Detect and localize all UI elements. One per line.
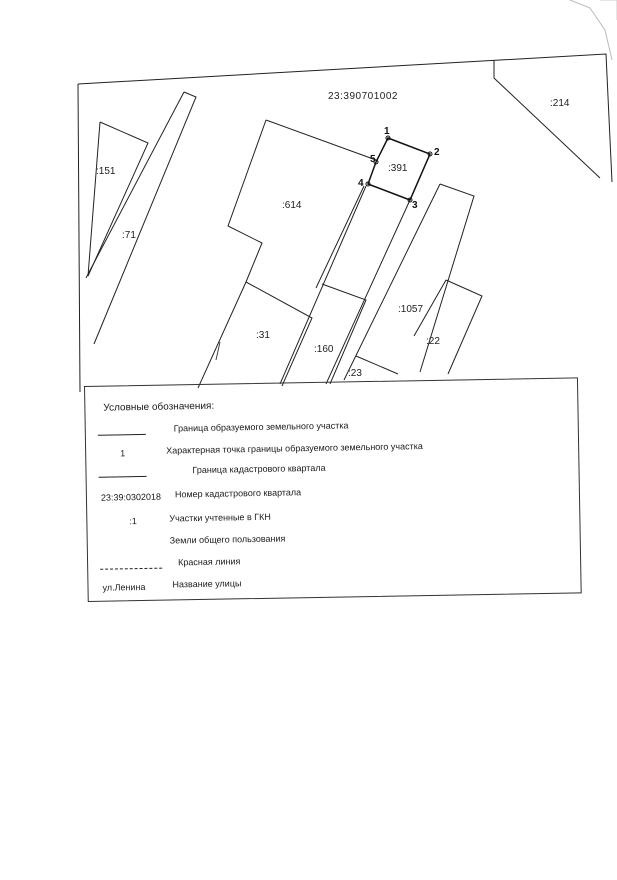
quarter-frame-top <box>77 53 613 183</box>
parcel-160-label: :160 <box>314 344 334 355</box>
legend-text-registered-parcels: Участки учтенные в ГКН <box>169 511 271 524</box>
legend-symbol-quarter-number: 23:39:0302018 <box>100 491 162 503</box>
legend-box: Условные обозначения: Граница образуемог… <box>84 377 582 602</box>
point-5-marker <box>373 159 379 165</box>
quarter-frame-left <box>77 83 81 393</box>
legend-symbol-red-line <box>96 560 166 573</box>
parcel-31-label: :31 <box>256 330 270 341</box>
parcel-391-boundary <box>367 137 432 201</box>
legend-symbol-quarter-boundary <box>94 468 164 481</box>
parcel-151-boundary <box>87 121 149 277</box>
legend-text-quarter-boundary: Граница кадастрового квартала <box>192 462 326 476</box>
point-4-label: 4 <box>358 178 364 189</box>
parcel-160-boundary <box>321 283 367 385</box>
parcel-23-label: :23 <box>348 368 362 379</box>
quarter-number-label: 23:390701002 <box>328 91 398 102</box>
scan-edge-artifact <box>569 0 613 61</box>
parcel-1057-west-strip <box>279 185 411 385</box>
parcel-1057-boundary <box>343 183 475 381</box>
point-2-marker <box>427 151 433 157</box>
legend-symbol-characteristic-point: 1 <box>120 448 126 459</box>
parcel-23-boundary <box>355 355 399 375</box>
legend-text-parcel-boundary: Граница образуемого земельного участка <box>173 420 349 434</box>
parcel-214-label: :214 <box>550 98 570 109</box>
legend-text-public-lands: Земли общего пользования <box>169 533 286 546</box>
legend-symbol-parcel-boundary <box>94 426 164 439</box>
point-1-label: 1 <box>384 126 390 137</box>
parcel-22-label: :22 <box>426 336 440 347</box>
parcel-151-label: :151 <box>96 166 116 177</box>
parcel-22-boundary <box>413 279 483 375</box>
point-3-label: 3 <box>412 200 418 211</box>
map-artifact-mark <box>215 341 221 361</box>
legend-text-quarter-number: Номер кадастрового квартала <box>174 487 302 500</box>
legend-title: Условные обозначения: <box>103 400 215 414</box>
parcel-1057-label: :1057 <box>398 304 423 315</box>
point-3-marker <box>407 197 413 203</box>
point-1-marker <box>385 135 391 141</box>
point-2-label: 2 <box>434 147 440 158</box>
legend-text-red-line: Красная линия <box>178 556 241 568</box>
scan-corner-artifact <box>600 0 617 20</box>
legend-text-characteristic-point: Характерная точка границы образуемого зе… <box>166 441 423 456</box>
parcel-391-label: :391 <box>388 163 408 174</box>
parcel-214-boundary <box>493 60 601 179</box>
point-4-marker <box>365 181 371 187</box>
parcel-31-boundary <box>197 281 313 389</box>
legend-text-street-name: Название улицы <box>172 578 242 590</box>
parcel-614-label: :614 <box>282 200 302 211</box>
parcel-71-boundary <box>85 91 197 345</box>
parcel-71-label: :71 <box>122 230 136 241</box>
point-5-label: 5 <box>370 154 376 165</box>
parcel-614-boundary <box>227 119 377 289</box>
legend-symbol-public-lands <box>96 538 166 551</box>
legend-symbol-street-name: ул.Ленина <box>102 581 146 593</box>
legend-symbol-registered-parcels: :1 <box>129 516 137 527</box>
